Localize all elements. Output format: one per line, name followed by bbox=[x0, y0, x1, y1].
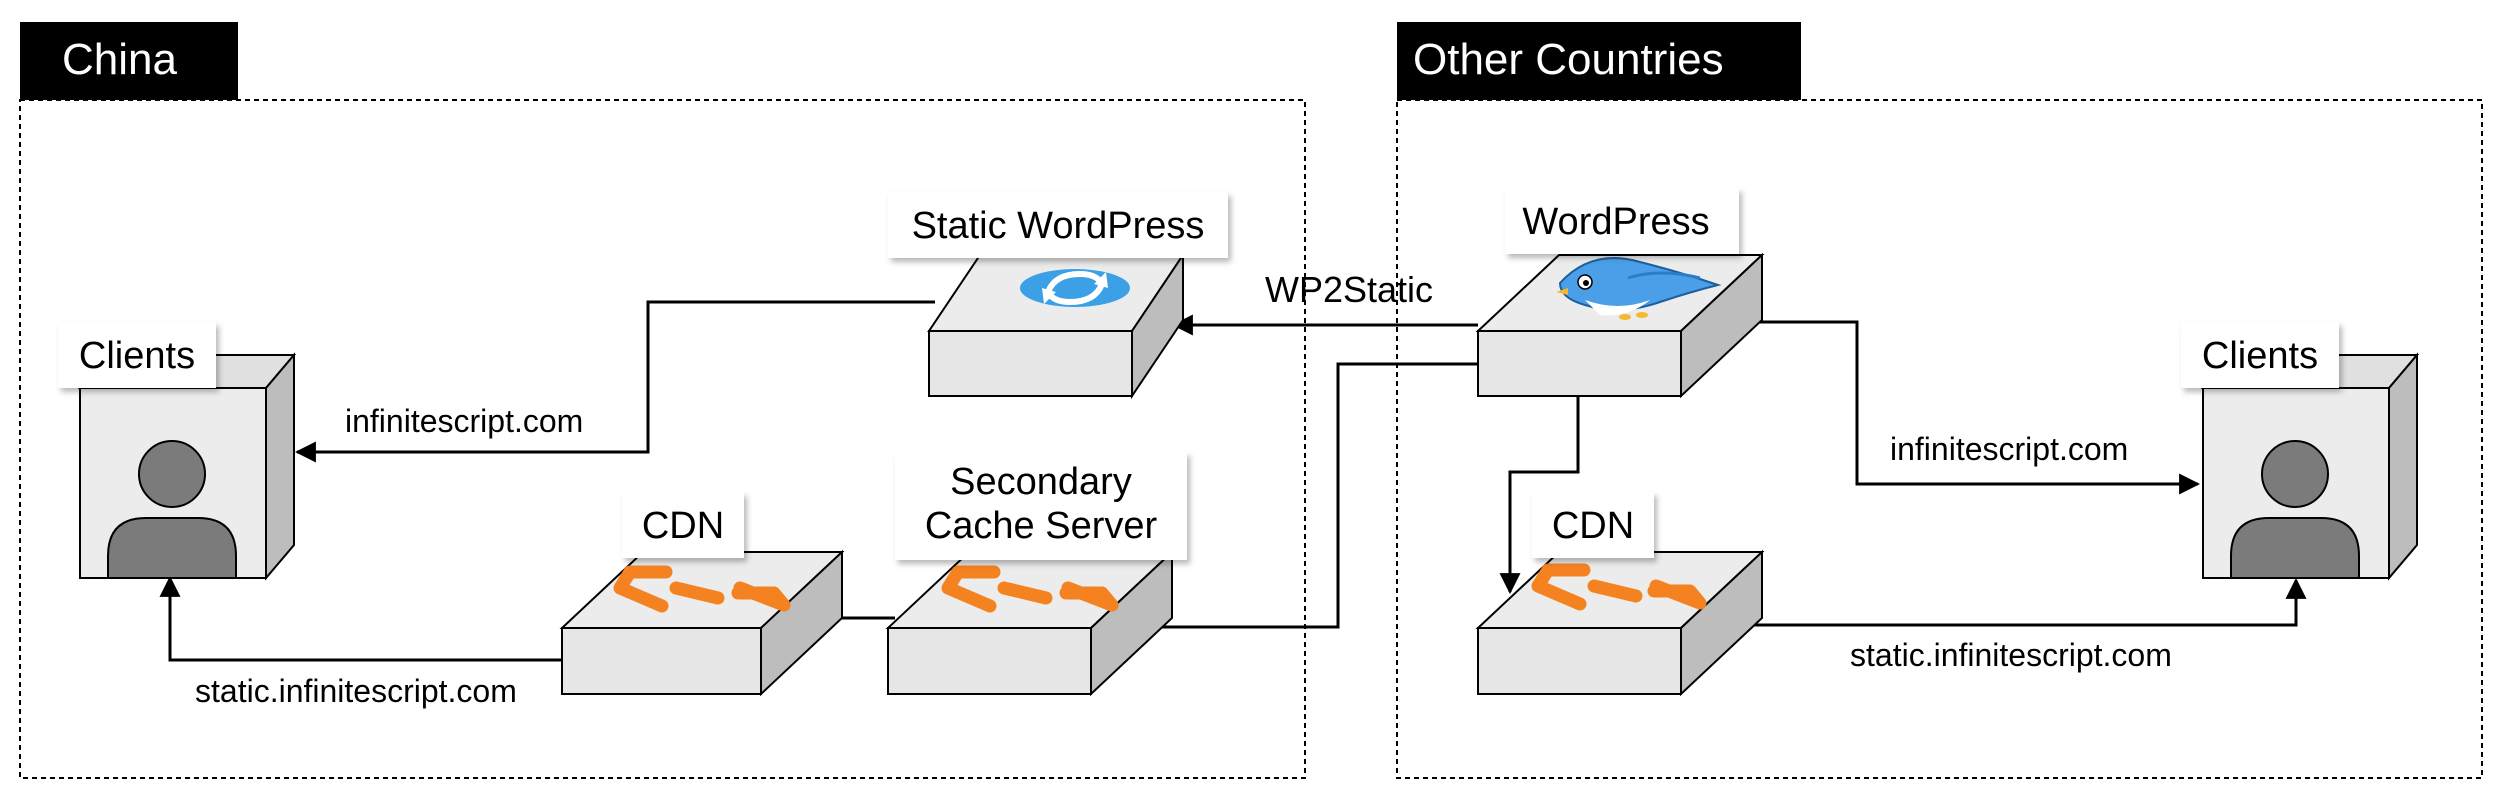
edge-wordpress-to-other-clients bbox=[1712, 320, 2201, 495]
client-box-side bbox=[2388, 352, 2418, 581]
edge-wordpress-to-secondary-cache bbox=[1123, 362, 1478, 638]
region-other-border bbox=[1396, 99, 2483, 779]
server-front bbox=[887, 627, 1092, 695]
region-china-title: China bbox=[62, 35, 177, 84]
other-cdn-node: CDN bbox=[1475, 492, 1765, 697]
china-cdn-label: CDN bbox=[642, 505, 724, 547]
edge-label-china-static: static.infinitescript.com bbox=[195, 673, 517, 709]
secondary-cache-label-line1: Secondary bbox=[950, 461, 1132, 503]
other-cdn-label-box bbox=[1532, 492, 1654, 558]
bird-mascot-icon bbox=[1556, 257, 1722, 320]
edge-wordpress-to-other-cdn bbox=[1499, 397, 1580, 595]
cdn-icon bbox=[1531, 563, 1707, 611]
region-china: China bbox=[19, 22, 1306, 779]
cdn-icon bbox=[941, 565, 1119, 613]
person-icon-body bbox=[2230, 517, 2360, 579]
region-other-countries: Other Countries bbox=[1396, 22, 2483, 779]
client-box-side bbox=[265, 352, 295, 581]
server-front bbox=[1477, 627, 1682, 695]
region-china-border bbox=[19, 99, 1306, 779]
person-icon-head bbox=[2261, 440, 2329, 508]
person-icon-body bbox=[107, 517, 237, 579]
secondary-cache-label-box bbox=[895, 452, 1187, 560]
wordpress-node: WordPress bbox=[1475, 188, 1765, 399]
server-front bbox=[1477, 330, 1682, 397]
region-other-header bbox=[1397, 22, 1801, 100]
connectors bbox=[159, 300, 2307, 662]
china-clients-node: Clients bbox=[58, 322, 297, 581]
other-clients-label-box bbox=[2181, 322, 2339, 388]
static-wordpress-node: Static WordPress bbox=[888, 192, 1228, 400]
edge-static-wp-to-china-clients bbox=[294, 300, 935, 463]
refresh-icon bbox=[1020, 269, 1130, 307]
wordpress-label: WordPress bbox=[1522, 201, 1709, 243]
edge-china-cdn-to-china-clients bbox=[159, 575, 562, 662]
static-wordpress-label: Static WordPress bbox=[912, 205, 1205, 247]
wordpress-label-box bbox=[1505, 188, 1739, 254]
china-clients-label: Clients bbox=[79, 335, 195, 377]
region-china-header bbox=[20, 22, 238, 100]
edge-label-wp2static: WP2Static bbox=[1265, 269, 1433, 310]
other-clients-label: Clients bbox=[2202, 335, 2318, 377]
china-cdn-node: CDN bbox=[559, 492, 845, 697]
static-wordpress-label-box bbox=[888, 192, 1228, 258]
server-front bbox=[928, 330, 1133, 397]
china-cdn-label-box bbox=[622, 492, 744, 558]
other-clients-node: Clients bbox=[2181, 322, 2420, 581]
server-front bbox=[561, 627, 762, 695]
china-clients-label-box bbox=[58, 322, 216, 388]
person-icon-head bbox=[138, 440, 206, 508]
edge-label-other-static: static.infinitescript.com bbox=[1850, 637, 2172, 673]
cdn-icon bbox=[613, 565, 791, 613]
edge-other-cdn-to-other-clients bbox=[1722, 577, 2307, 627]
secondary-cache-node: Secondary Cache Server bbox=[885, 452, 1187, 697]
secondary-cache-label-line2: Cache Server bbox=[925, 505, 1158, 547]
region-other-title: Other Countries bbox=[1413, 35, 1724, 84]
other-cdn-label: CDN bbox=[1552, 505, 1634, 547]
edge-label-other-main: infinitescript.com bbox=[1890, 431, 2128, 467]
edge-label-china-main: infinitescript.com bbox=[345, 403, 583, 439]
